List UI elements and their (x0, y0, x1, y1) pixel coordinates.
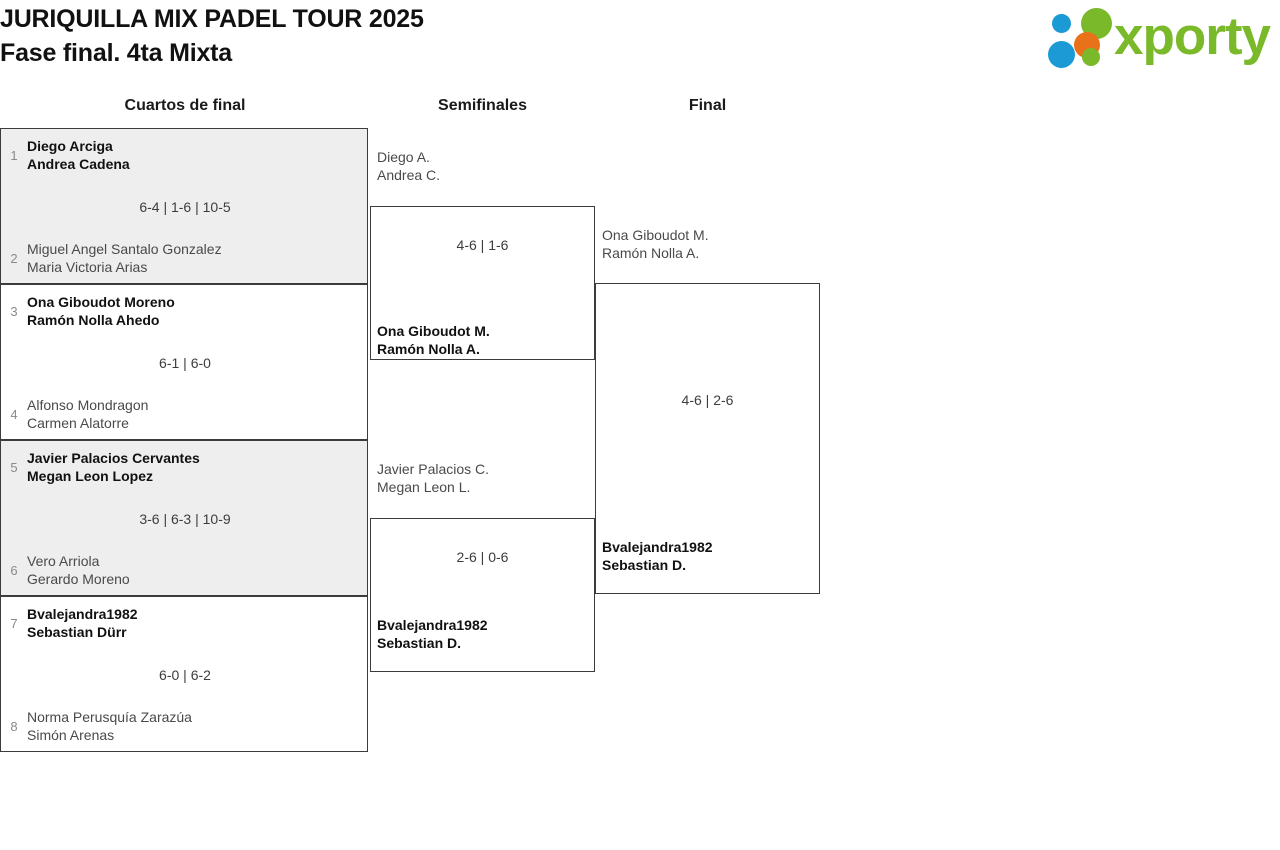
player-name-1: Bvalejandra1982 (27, 606, 138, 622)
match-final[interactable]: 4-6 | 2-6 (595, 283, 820, 594)
seed-number: 3 (10, 303, 18, 319)
match-semifinal-1[interactable]: 4-6 | 1-6 (370, 206, 595, 360)
seed-number: 7 (10, 615, 18, 631)
player-name-2: Sebastian D. (602, 557, 687, 573)
team-slot-bottom[interactable]: 8 Norma Perusquía Zarazúa Simón Arenas (1, 708, 369, 744)
round-header-quarterfinals: Cuartos de final (124, 97, 246, 114)
player-name-1: Javier Palacios Cervantes (27, 450, 200, 466)
semifinal-1-top-team: Diego A. Andrea C. (377, 148, 440, 184)
player-name-2: Sebastian D. (377, 635, 462, 651)
player-name-1: Norma Perusquía Zarazúa (27, 709, 192, 725)
team-slot-bottom[interactable]: 2 Miguel Angel Santalo Gonzalez Maria Vi… (1, 240, 369, 276)
player-name-2: Gerardo Moreno (27, 571, 130, 587)
player-name-1: Vero Arriola (27, 553, 100, 569)
tournament-title: JURIQUILLA MIX PADEL TOUR 2025 (0, 5, 424, 33)
player-name-2: Maria Victoria Arias (27, 259, 148, 275)
team-names: Vero Arriola Gerardo Moreno (27, 552, 130, 588)
player-name-1: Bvalejandra1982 (602, 539, 713, 555)
match-semifinal-2[interactable]: 2-6 | 0-6 (370, 518, 595, 672)
team-names: Alfonso Mondragon Carmen Alatorre (27, 396, 148, 432)
logo-dot-green-small-icon (1082, 48, 1100, 66)
player-name-1: Bvalejandra1982 (377, 617, 488, 633)
player-name-2: Megan Leon Lopez (27, 468, 153, 484)
xporty-logo[interactable]: xporty (1048, 6, 1276, 68)
player-name-2: Andrea Cadena (27, 156, 130, 172)
seed-number: 8 (10, 718, 18, 734)
seed-number: 1 (10, 147, 18, 163)
seed-number: 6 (10, 562, 18, 578)
team-slot-top[interactable]: 3 Ona Giboudot Moreno Ramón Nolla Ahedo (1, 293, 369, 329)
semifinal-2-bottom-team: Bvalejandra1982 Sebastian D. (377, 616, 488, 652)
player-name-2: Sebastian Dürr (27, 624, 127, 640)
player-name-1: Miguel Angel Santalo Gonzalez (27, 241, 222, 257)
final-bottom-team: Bvalejandra1982 Sebastian D. (602, 538, 713, 574)
match-score: 3-6 | 6-3 | 10-9 (139, 511, 231, 527)
team-slot-bottom[interactable]: 4 Alfonso Mondragon Carmen Alatorre (1, 396, 369, 432)
team-slot-top[interactable]: 1 Diego Arciga Andrea Cadena (1, 137, 369, 173)
match-score: 6-4 | 1-6 | 10-5 (139, 199, 231, 215)
title-block: JURIQUILLA MIX PADEL TOUR 2025 Fase fina… (0, 2, 424, 70)
match-score: 6-0 | 6-2 (159, 667, 211, 683)
player-name-2: Megan Leon L. (377, 479, 471, 495)
team-slot-top[interactable]: 5 Javier Palacios Cervantes Megan Leon L… (1, 449, 369, 485)
player-name-2: Ramón Nolla A. (602, 245, 700, 261)
seed-number: 2 (10, 250, 18, 266)
player-name-1: Diego A. (377, 149, 430, 165)
player-name-2: Ramón Nolla Ahedo (27, 312, 160, 328)
player-name-2: Ramón Nolla A. (377, 341, 480, 357)
match-score: 4-6 | 1-6 (456, 237, 509, 253)
logo-dot-blue-large-icon (1048, 41, 1075, 68)
logo-dot-blue-small-icon (1052, 14, 1071, 33)
semifinal-2-top-team: Javier Palacios C. Megan Leon L. (377, 460, 489, 496)
seed-number: 4 (10, 406, 18, 422)
player-name-2: Carmen Alatorre (27, 415, 129, 431)
player-name-2: Simón Arenas (27, 727, 115, 743)
match-score: 6-1 | 6-0 (159, 355, 211, 371)
team-names: Javier Palacios Cervantes Megan Leon Lop… (27, 449, 200, 485)
player-name-1: Javier Palacios C. (377, 461, 490, 477)
final-top-team: Ona Giboudot M. Ramón Nolla A. (602, 226, 709, 262)
match-quarterfinal-2[interactable]: 3 Ona Giboudot Moreno Ramón Nolla Ahedo … (0, 284, 368, 440)
match-score: 2-6 | 0-6 (456, 549, 509, 565)
team-slot-top[interactable]: 7 Bvalejandra1982 Sebastian Dürr (1, 605, 369, 641)
page-header: JURIQUILLA MIX PADEL TOUR 2025 Fase fina… (0, 0, 1280, 88)
player-name-1: Alfonso Mondragon (27, 397, 149, 413)
tournament-subtitle: Fase final. 4ta Mixta (0, 39, 232, 67)
player-name-2: Andrea C. (377, 167, 441, 183)
player-name-1: Diego Arciga (27, 138, 113, 154)
match-quarterfinal-1[interactable]: 1 Diego Arciga Andrea Cadena 6-4 | 1-6 |… (0, 128, 368, 284)
seed-number: 5 (10, 459, 18, 475)
match-quarterfinal-3[interactable]: 5 Javier Palacios Cervantes Megan Leon L… (0, 440, 368, 596)
player-name-1: Ona Giboudot M. (377, 323, 490, 339)
team-names: Diego Arciga Andrea Cadena (27, 137, 130, 173)
match-score: 4-6 | 2-6 (681, 392, 734, 408)
semifinal-1-bottom-team: Ona Giboudot M. Ramón Nolla A. (377, 322, 490, 358)
team-slot-bottom[interactable]: 6 Vero Arriola Gerardo Moreno (1, 552, 369, 588)
team-names: Ona Giboudot Moreno Ramón Nolla Ahedo (27, 293, 175, 329)
player-name-1: Ona Giboudot Moreno (27, 294, 175, 310)
round-header-final: Final (688, 97, 727, 114)
team-names: Bvalejandra1982 Sebastian Dürr (27, 605, 138, 641)
team-names: Miguel Angel Santalo Gonzalez Maria Vict… (27, 240, 222, 276)
round-header-semifinals: Semifinales (438, 97, 527, 114)
player-name-1: Ona Giboudot M. (602, 227, 709, 243)
logo-wordmark: xporty (1114, 7, 1271, 66)
logo-dots-icon (1048, 8, 1120, 68)
match-quarterfinal-4[interactable]: 7 Bvalejandra1982 Sebastian Dürr 6-0 | 6… (0, 596, 368, 752)
team-names: Norma Perusquía Zarazúa Simón Arenas (27, 708, 192, 744)
